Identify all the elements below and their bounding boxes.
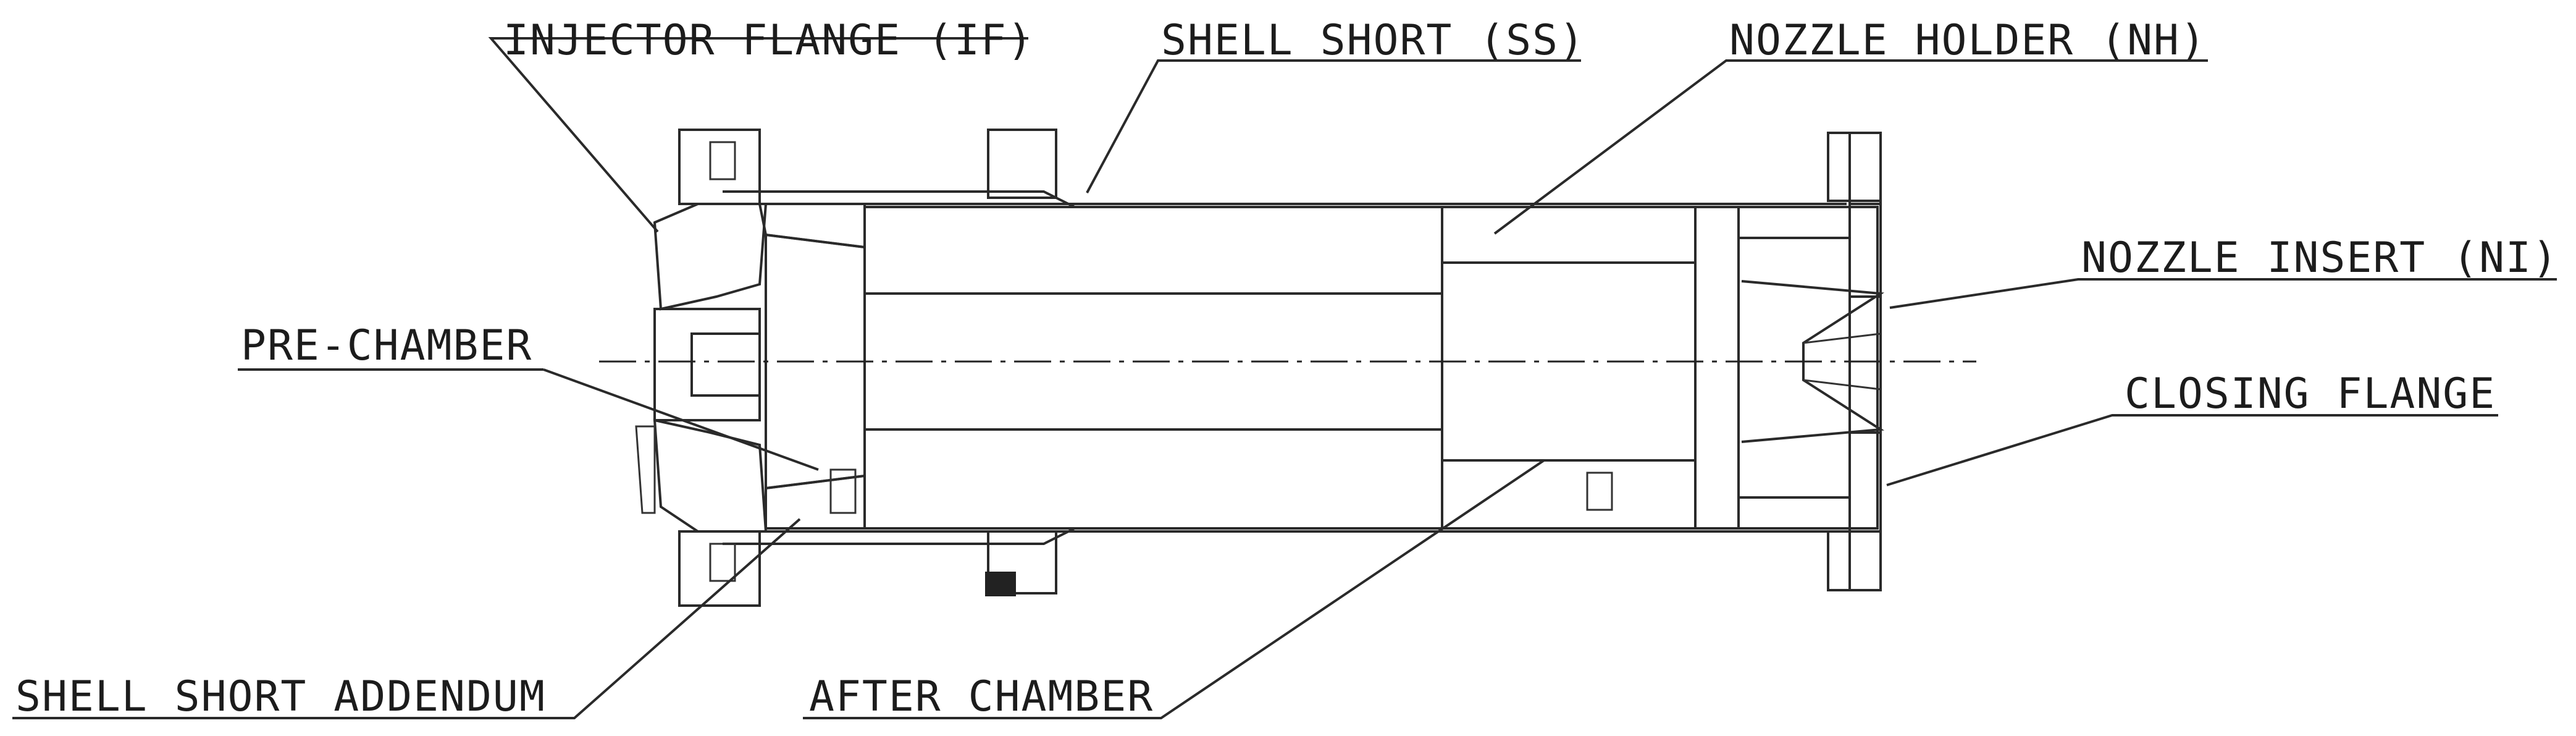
label-shell-short: SHELL SHORT (SS)	[1161, 16, 1585, 65]
pre-chamber-part	[758, 203, 866, 530]
label-nozzle-holder: NOZZLE HOLDER (NH)	[1729, 16, 2207, 65]
shell-short-part	[863, 129, 1443, 596]
shell-outline	[723, 190, 1879, 545]
labels: INJECTOR FLANGE (IF) SHELL SHORT (SS) NO…	[15, 16, 2559, 721]
label-nozzle-insert: NOZZLE INSERT (NI)	[2081, 234, 2559, 282]
label-pre-chamber: PRE-CHAMBER	[241, 321, 532, 370]
injector-flange-part	[635, 129, 768, 607]
nozzle-insert-part	[1694, 206, 1885, 530]
leader-lines	[12, 37, 2557, 719]
label-closing-flange: CLOSING FLANGE	[2125, 370, 2496, 418]
label-after-chamber: AFTER CHAMBER	[809, 672, 1154, 721]
label-shell-short-addendum: SHELL SHORT ADDENDUM	[15, 672, 546, 721]
label-injector-flange: INJECTOR FLANGE (IF)	[503, 16, 1034, 65]
nozzle-holder-part	[1441, 206, 1697, 530]
